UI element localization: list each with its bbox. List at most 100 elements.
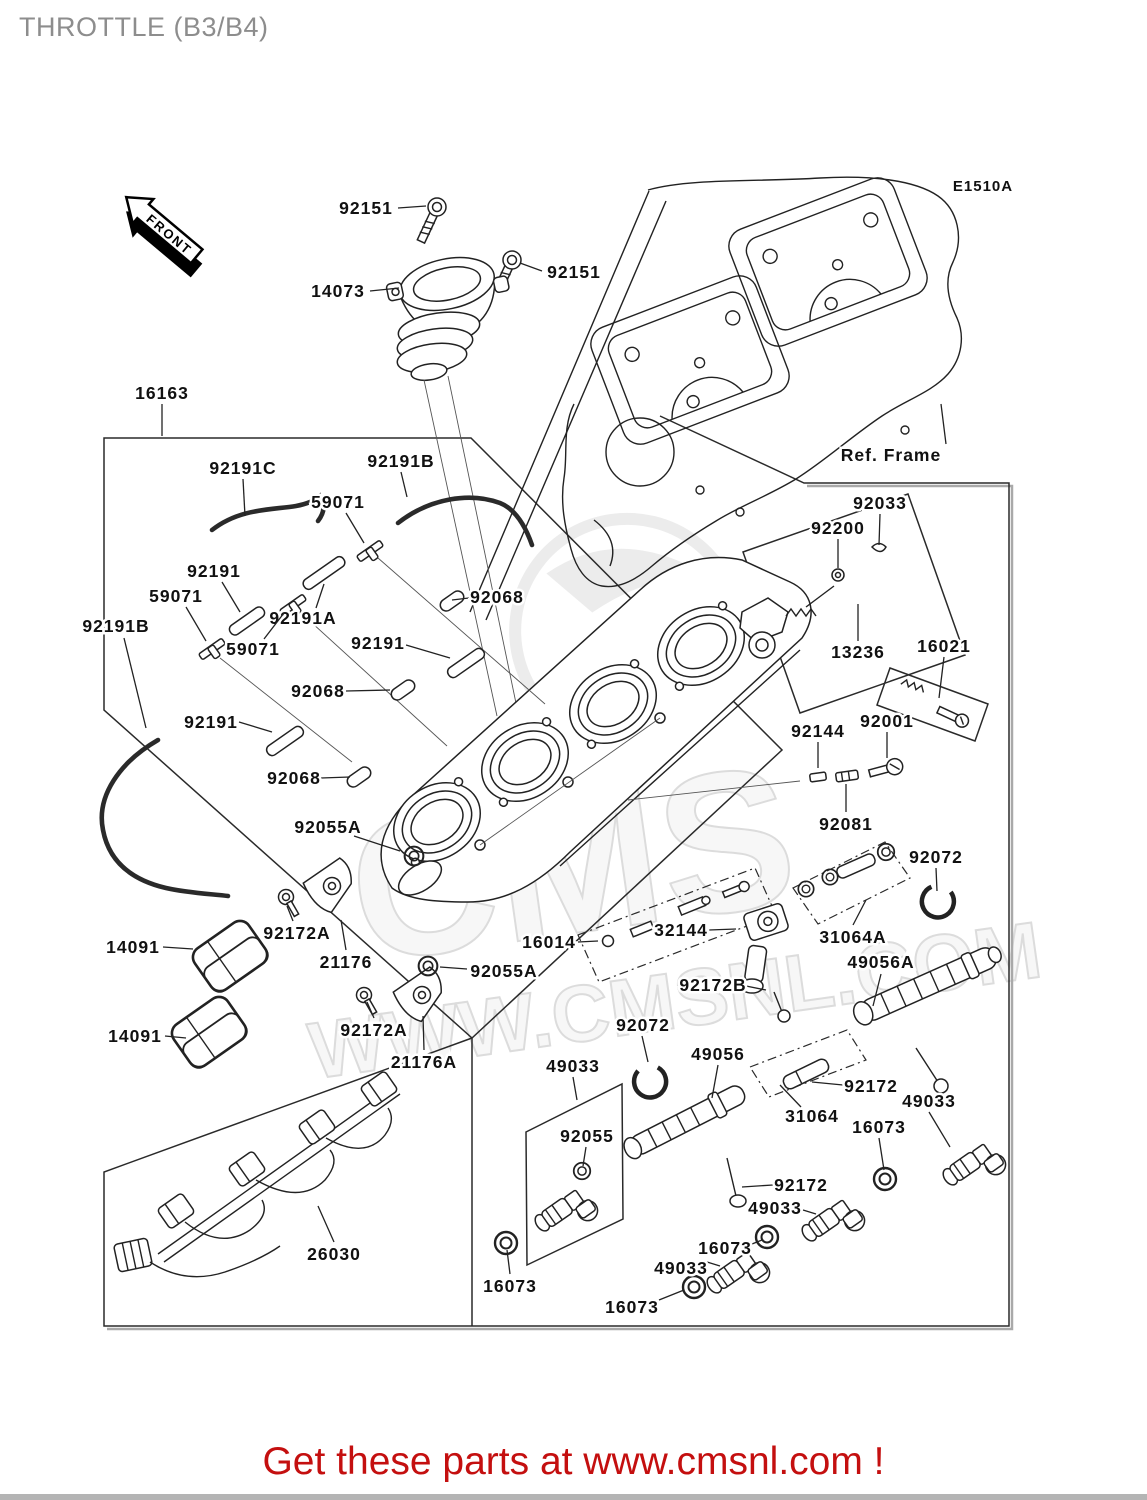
part-label-59071[interactable]: 59071 — [224, 637, 282, 662]
part-label-92172[interactable]: 92172 — [772, 1173, 830, 1198]
diagram-code: E1510A — [953, 178, 1013, 195]
part-label-21176[interactable]: 21176 — [317, 950, 374, 975]
part-label-16073[interactable]: 16073 — [696, 1236, 754, 1261]
part-label-49056[interactable]: 49056 — [689, 1042, 747, 1067]
leader-line — [878, 513, 881, 546]
leader-line — [872, 973, 882, 1007]
part-label-92072[interactable]: 92072 — [907, 845, 965, 870]
leader-line — [369, 287, 400, 292]
part-label-92068[interactable]: 92068 — [468, 585, 526, 610]
part-label-92191C[interactable]: 92191C — [207, 456, 278, 481]
part-label-16073[interactable]: 16073 — [850, 1115, 908, 1140]
part-label-92172B[interactable]: 92172B — [677, 973, 748, 998]
injector-49033 — [939, 1137, 1011, 1203]
part-label-92068[interactable]: 92068 — [265, 766, 323, 791]
grommet-16073 — [872, 1166, 898, 1192]
part-label-92055A[interactable]: 92055A — [292, 815, 363, 840]
leader-line — [340, 919, 347, 951]
part-label-92191B[interactable]: 92191B — [80, 614, 151, 639]
pipe-49056 — [623, 1085, 746, 1160]
joint-59071 — [279, 594, 307, 616]
part-label-92072[interactable]: 92072 — [614, 1013, 672, 1038]
reference-frame-drawing — [469, 171, 963, 621]
pipe-49056a — [852, 946, 1002, 1026]
part-label-16073[interactable]: 16073 — [603, 1295, 661, 1320]
part-label-92144[interactable]: 92144 — [789, 719, 847, 744]
injector-49033 — [798, 1193, 870, 1259]
sensor-32144-group — [601, 842, 957, 1100]
part-label-92068[interactable]: 92068 — [289, 679, 347, 704]
footer-promo-link[interactable]: Get these parts at www.cmsnl.com ! — [262, 1440, 885, 1483]
group-box-shadows — [107, 484, 1014, 1331]
part-label-21176A[interactable]: 21176A — [388, 1050, 458, 1075]
part-label-92191A[interactable]: 92191A — [267, 606, 338, 631]
part-label-92151[interactable]: 92151 — [545, 260, 603, 285]
part-label-92151[interactable]: 92151 — [337, 196, 395, 221]
leader-line — [422, 1015, 425, 1051]
part-label-16073[interactable]: 16073 — [481, 1274, 539, 1299]
part-label-92172[interactable]: 92172 — [842, 1074, 900, 1099]
part-label-92191[interactable]: 92191 — [182, 710, 240, 735]
hose-segment — [446, 647, 486, 679]
part-label-92001[interactable]: 92001 — [858, 709, 916, 734]
leader-line — [242, 478, 246, 517]
leader-line — [938, 656, 945, 699]
leader-line — [185, 606, 207, 642]
bottom-border-strip — [0, 1494, 1147, 1500]
inlet-boot-rings — [396, 311, 481, 382]
leader-line — [506, 1249, 511, 1275]
part-label-13236[interactable]: 13236 — [829, 640, 887, 665]
part-label-31064[interactable]: 31064 — [783, 1104, 841, 1129]
part-label-59071[interactable]: 59071 — [147, 584, 205, 609]
part-label-92081[interactable]: 92081 — [817, 812, 875, 837]
joint-59071 — [198, 638, 226, 660]
part-label-92033[interactable]: 92033 — [851, 491, 909, 516]
part-label-49033[interactable]: 49033 — [900, 1089, 958, 1114]
part-label-92172A[interactable]: 92172A — [338, 1018, 409, 1043]
part-label-92172A[interactable]: 92172A — [261, 921, 332, 946]
leader-line — [315, 583, 325, 609]
leader-line — [802, 1209, 817, 1215]
page-title: THROTTLE (B3/B4) — [19, 12, 269, 42]
ref-frame-leader — [940, 403, 947, 445]
hose-segment — [228, 606, 266, 636]
part-label-49033[interactable]: 49033 — [652, 1256, 710, 1281]
part-label-92191[interactable]: 92191 — [185, 559, 243, 584]
part-label-49033[interactable]: 49033 — [746, 1196, 804, 1221]
screw-92172 — [726, 1157, 747, 1208]
part-label-16021[interactable]: 16021 — [915, 634, 973, 659]
part-label-16163[interactable]: 16163 — [133, 381, 191, 406]
leader-line — [582, 1146, 587, 1167]
hose-segment — [265, 725, 305, 757]
part-label-92055[interactable]: 92055 — [558, 1124, 616, 1149]
part-label-92191B[interactable]: 92191B — [365, 449, 436, 474]
part-label-59071[interactable]: 59071 — [309, 490, 367, 515]
part-label-14091[interactable]: 14091 — [104, 935, 162, 960]
injector-49033 — [531, 1183, 603, 1249]
part-label-31064A[interactable]: 31064A — [817, 925, 888, 950]
part-label-49033[interactable]: 49033 — [544, 1054, 602, 1079]
part-label-26030[interactable]: 26030 — [305, 1242, 363, 1267]
leader-line — [320, 776, 351, 779]
leader-line — [811, 1081, 844, 1086]
part-label-49056A[interactable]: 49056A — [845, 950, 916, 975]
leader-line — [711, 1064, 719, 1099]
leader-line — [400, 471, 408, 498]
front-direction-arrow: FRONT — [124, 195, 205, 278]
leader-line — [221, 581, 241, 613]
leader-line — [708, 928, 737, 931]
leader-line — [123, 637, 147, 729]
part-label-14091[interactable]: 14091 — [106, 1024, 164, 1049]
part-label-16014[interactable]: 16014 — [520, 930, 578, 955]
cap-92068 — [346, 766, 372, 788]
part-label-92200[interactable]: 92200 — [809, 516, 867, 541]
leader-line — [317, 1205, 335, 1243]
part-label-14073[interactable]: 14073 — [309, 279, 367, 304]
joint-59071 — [356, 540, 384, 562]
wiring-harness-group — [113, 1071, 401, 1278]
leader-line — [397, 205, 427, 209]
part-label-92055A[interactable]: 92055A — [468, 959, 539, 984]
part-label-32144[interactable]: 32144 — [652, 918, 710, 943]
part-label-92191[interactable]: 92191 — [349, 631, 407, 656]
leader-line — [641, 1035, 649, 1063]
